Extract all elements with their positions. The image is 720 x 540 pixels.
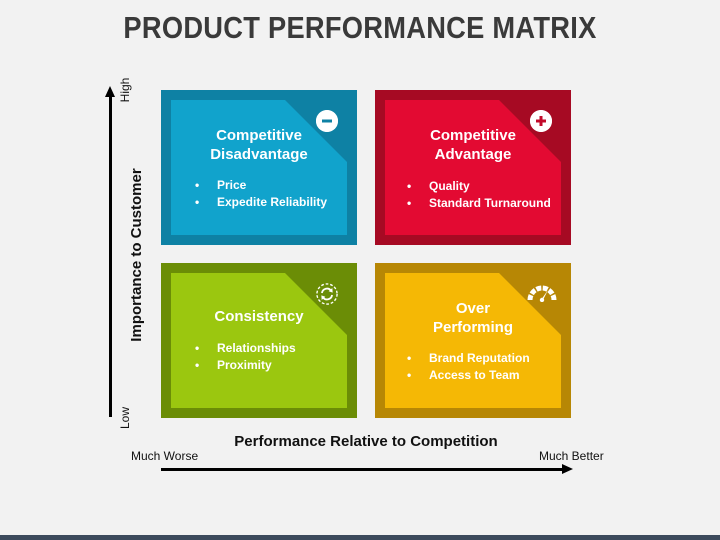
- minus-circle-icon: [316, 110, 338, 132]
- quadrant-title: Consistency: [171, 307, 347, 326]
- gauge-icon: [527, 281, 557, 303]
- y-axis-title: Importance to Customer: [128, 168, 145, 342]
- list-item: Expedite Reliability: [195, 194, 327, 211]
- footer-bar: [0, 535, 720, 540]
- quadrant-list: Quality Standard Turnaround: [407, 178, 551, 212]
- quadrant-competitive-disadvantage: Competitive Disadvantage Price Expedite …: [161, 90, 357, 245]
- corner-fold: [285, 273, 347, 335]
- x-axis-low-label: Much Worse: [131, 449, 199, 463]
- x-axis-high-label: Much Better: [539, 449, 604, 463]
- list-item: Proximity: [195, 357, 296, 374]
- quadrant-list: Brand Reputation Access to Team: [407, 350, 530, 384]
- x-axis-title: Performance Relative to Competition: [234, 433, 498, 450]
- list-item: Price: [195, 177, 327, 194]
- quadrant-consistency: Consistency Relationships Proximity: [161, 263, 357, 418]
- corner-fold: [499, 273, 561, 335]
- refresh-cycle-icon: [316, 283, 338, 305]
- y-axis-line: [109, 96, 112, 417]
- y-axis-arrow: [105, 86, 115, 97]
- page-title: PRODUCT PERFORMANCE MATRIX: [123, 10, 597, 45]
- quadrant-title-line2: Disadvantage: [210, 146, 308, 163]
- quadrant-title-line1: Consistency: [214, 308, 304, 325]
- quadrant-competitive-advantage: Competitive Advantage Quality Standard T…: [375, 90, 571, 245]
- corner-fold: [499, 100, 561, 162]
- quadrant-title-line1: Over: [455, 300, 491, 317]
- quadrant-panel: Over Performing Brand Reputation Access …: [385, 273, 561, 408]
- quadrant-panel: Competitive Disadvantage Price Expedite …: [171, 100, 347, 235]
- quadrant-over-performing: Over Performing Brand Reputation Access …: [375, 263, 571, 418]
- quadrant-title: Competitive Advantage: [385, 126, 561, 164]
- y-axis-low-label: Low: [118, 407, 132, 430]
- quadrant-list: Price Expedite Reliability: [195, 177, 327, 211]
- list-item: Access to Team: [407, 367, 530, 384]
- x-axis-arrow: [562, 464, 573, 474]
- list-item: Standard Turnaround: [407, 195, 551, 212]
- list-item: Relationships: [195, 340, 296, 357]
- quadrant-panel: Competitive Advantage Quality Standard T…: [385, 100, 561, 235]
- list-item: Brand Reputation: [407, 350, 530, 367]
- quadrant-title-line2: Performing: [432, 319, 513, 336]
- quadrant-title: Over Performing: [385, 299, 561, 337]
- y-axis-high-label: High: [118, 77, 132, 103]
- list-item: Quality: [407, 178, 551, 195]
- quadrant-panel: Consistency Relationships Proximity: [171, 273, 347, 408]
- x-axis-line: [161, 468, 563, 471]
- plus-circle-icon: [530, 110, 552, 132]
- corner-fold: [285, 100, 347, 162]
- quadrant-title-line1: Competitive: [430, 127, 516, 144]
- quadrant-title-line2: Advantage: [434, 146, 512, 163]
- quadrant-list: Relationships Proximity: [195, 340, 296, 374]
- quadrant-title: Competitive Disadvantage: [171, 126, 347, 164]
- quadrant-title-line1: Competitive: [216, 127, 302, 144]
